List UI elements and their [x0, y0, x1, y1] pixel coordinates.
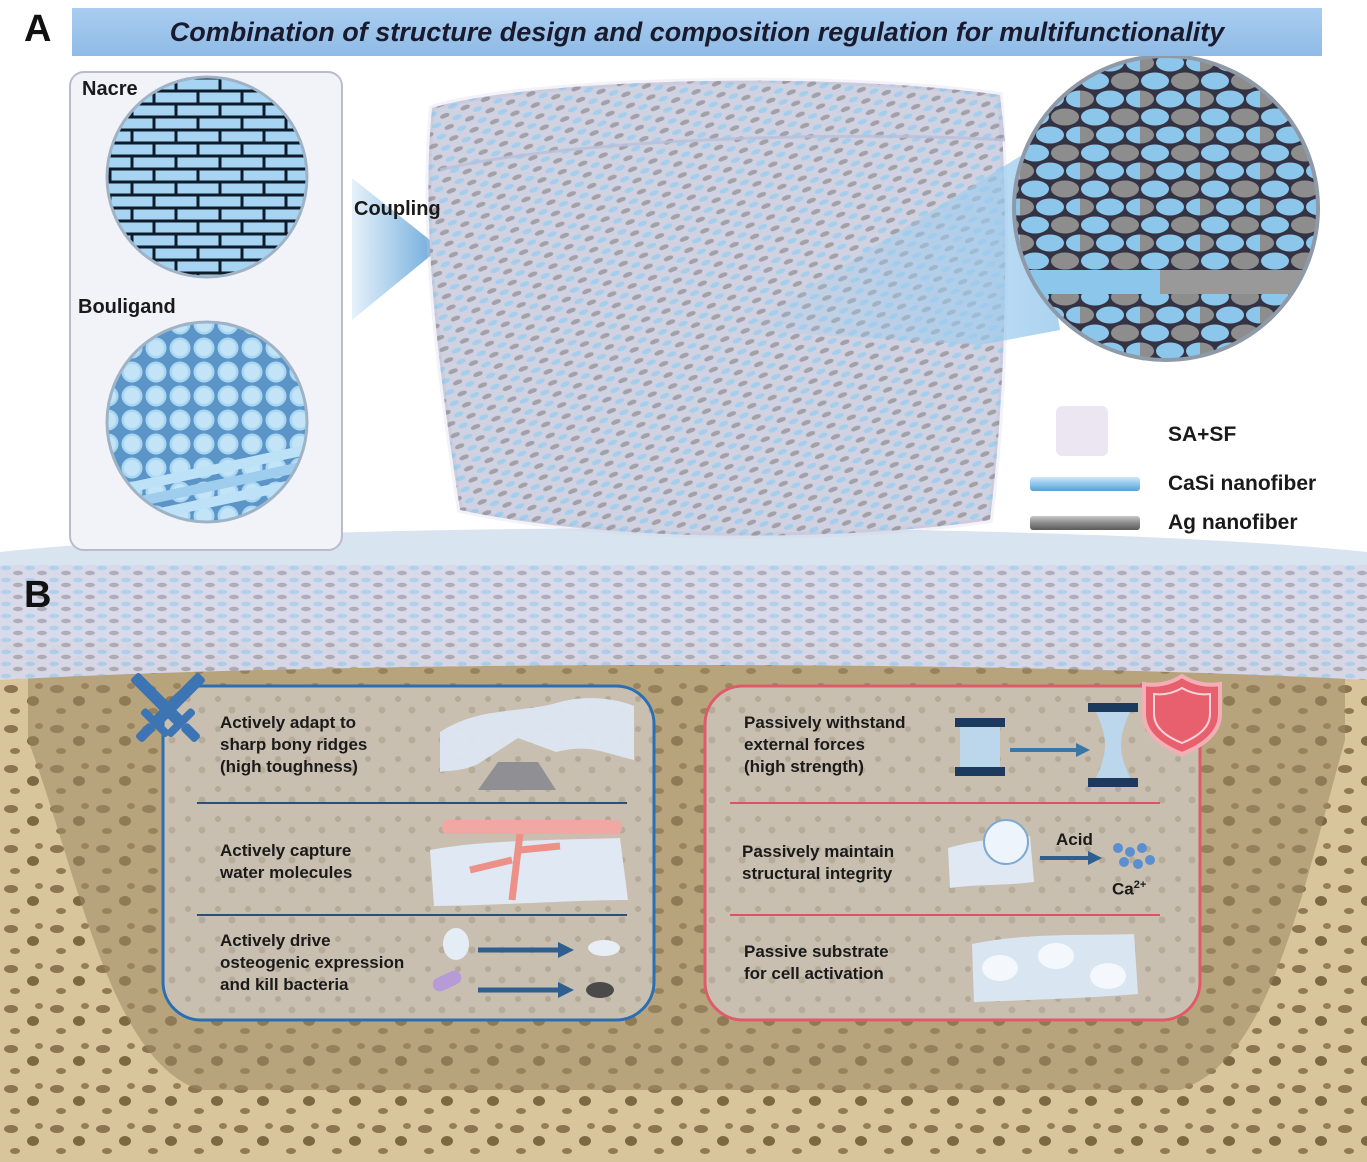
legend-swatch-ag	[1030, 516, 1140, 530]
title-bar: Combination of structure design and comp…	[72, 8, 1322, 56]
active-item-osteogenic: Actively drive osteogenic expression and…	[220, 930, 404, 996]
calcium-ion-label: Ca2+	[1112, 874, 1146, 901]
passive-item-strength: Passively withstand external forces (hig…	[744, 712, 906, 778]
nacre-label: Nacre	[82, 78, 138, 100]
active-item-water: Actively capture water molecules	[220, 840, 352, 884]
legend-label-sa-sf: SA+SF	[1168, 423, 1237, 446]
crossed-swords-icon	[131, 673, 205, 742]
nacre-circle	[107, 77, 307, 277]
coupling-beam	[352, 178, 440, 320]
composite-cube	[428, 80, 1006, 536]
legend-label-casi: CaSi nanofiber	[1168, 472, 1317, 495]
active-item-toughness-line-2: sharp bony ridges	[220, 735, 368, 754]
composite-cube-edge	[439, 134, 1006, 172]
panel-a-letter: A	[24, 8, 52, 50]
passive-item-strength-line-2: external forces	[744, 735, 865, 754]
active-item-toughness: Actively adapt to sharp bony ridges (hig…	[220, 712, 367, 778]
active-item-osteogenic-line-3: and kill bacteria	[220, 975, 349, 994]
passive-item-integrity-line-2: structural integrity	[742, 864, 893, 883]
zoom-circle-rim	[1012, 54, 1320, 362]
coupling-label: Coupling	[354, 198, 441, 220]
scaffold-layer	[0, 545, 1367, 680]
water-capture-illustration	[430, 820, 628, 906]
strength-illustration	[955, 703, 1138, 787]
passive-item-strength-line-1: Passively withstand	[744, 713, 906, 732]
passive-item-cell-line-1: Passive substrate	[744, 942, 889, 961]
toughness-illustration	[440, 698, 634, 790]
active-item-water-line-2: water molecules	[220, 863, 353, 882]
composite-cube-matrix	[425, 77, 1009, 539]
passive-item-cell-line-2: for cell activation	[744, 964, 884, 983]
passive-item-integrity: Passively maintain structural integrity	[742, 841, 894, 885]
panel-a-title: Combination of structure design and comp…	[169, 16, 1225, 47]
calcium-ion-symbol: Ca	[1112, 879, 1134, 899]
active-item-toughness-line-1: Actively adapt to	[220, 713, 357, 732]
cell-activation-illustration	[972, 934, 1138, 1002]
active-item-osteogenic-line-2: osteogenic expression	[220, 953, 405, 972]
legend-swatch-sa-sf	[1056, 406, 1108, 456]
panel-b-letter: B	[24, 574, 52, 616]
osteogenic-illustration	[432, 928, 620, 998]
passive-item-integrity-line-1: Passively maintain	[742, 842, 895, 861]
integrity-illustration	[948, 819, 1155, 888]
scaffold-layer-overlay	[0, 545, 1367, 680]
legend-label-ag: Ag nanofiber	[1168, 511, 1298, 534]
acid-label: Acid	[1056, 830, 1093, 849]
active-item-osteogenic-line-1: Actively drive	[220, 931, 331, 950]
calcium-ion-charge: 2+	[1133, 879, 1147, 891]
bouligand-circle-rim	[105, 320, 309, 524]
active-item-water-line-1: Actively capture	[220, 841, 352, 860]
passive-item-strength-line-3: (high strength)	[744, 757, 864, 776]
shield-icon	[1142, 673, 1222, 757]
legend-swatch-casi	[1030, 477, 1140, 491]
passive-item-cell: Passive substrate for cell activation	[744, 941, 889, 985]
zoom-band	[1014, 270, 1318, 294]
bouligand-label: Bouligand	[78, 296, 176, 318]
zoom-beam	[740, 150, 1060, 345]
nacre-circle-rim	[105, 75, 309, 279]
active-item-toughness-line-3: (high toughness)	[220, 757, 358, 776]
